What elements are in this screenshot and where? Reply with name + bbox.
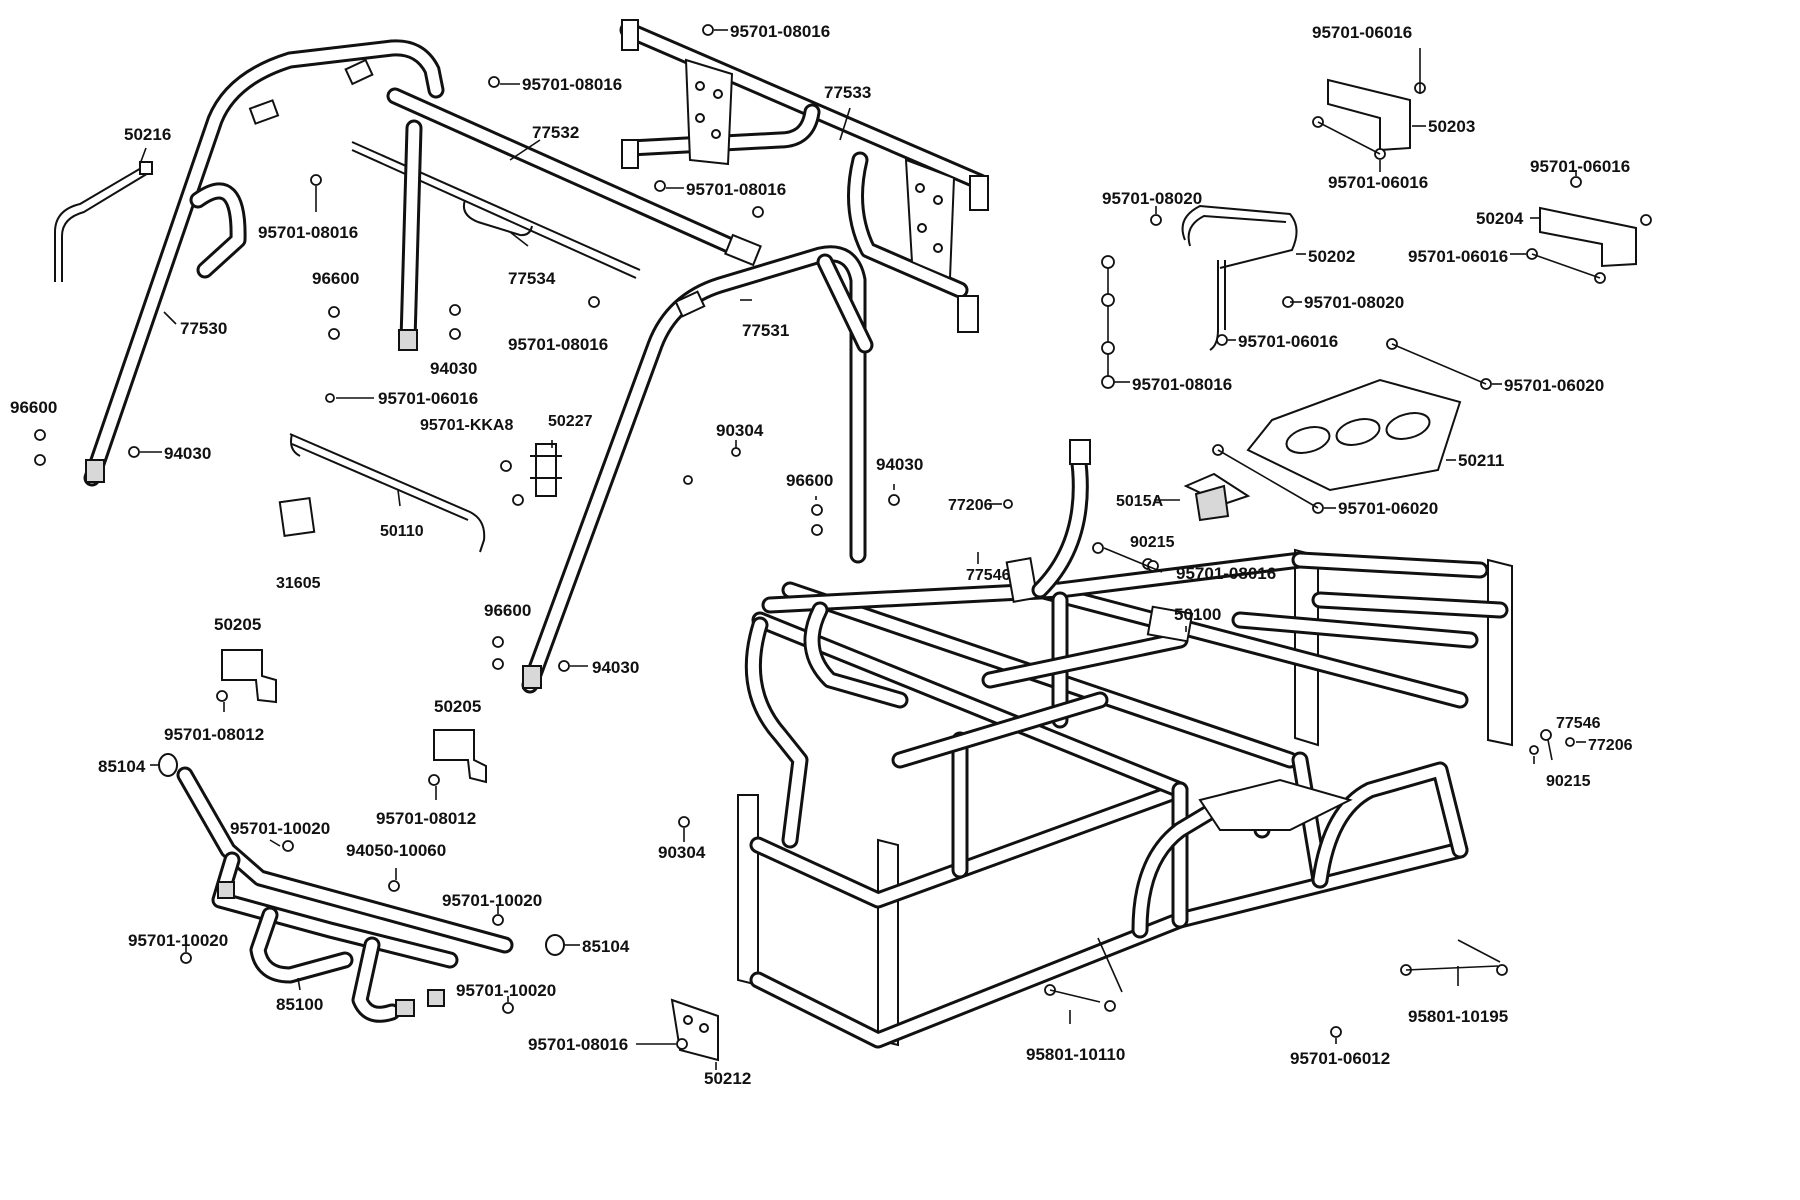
part-85104-cap-left xyxy=(158,753,178,777)
long-bolts xyxy=(1049,121,1601,1003)
part-77533-top-bar xyxy=(619,19,989,333)
label-96600-d: 96600 xyxy=(484,601,531,620)
part-50211-skid-plate xyxy=(1246,378,1462,492)
label-50227: 50227 xyxy=(548,413,593,430)
part-labels: 95701-08016 77533 95701-08016 77532 5021… xyxy=(10,22,1633,1088)
label-77533: 77533 xyxy=(824,83,871,102)
part-77531-rear-hoop xyxy=(521,245,874,694)
label-95701-06016-f: 95701-06016 xyxy=(1238,332,1338,351)
part-50202-bracket xyxy=(1181,204,1298,351)
part-85100-bumper xyxy=(176,766,514,1023)
label-77534: 77534 xyxy=(508,269,556,288)
label-95701-08016-a: 95701-08016 xyxy=(730,22,830,41)
label-95701-06012: 95701-06012 xyxy=(1290,1049,1390,1068)
part-77530-front-hoop xyxy=(83,39,445,487)
label-77530: 77530 xyxy=(180,319,227,338)
label-95701-08016-e: 95701-08016 xyxy=(508,335,608,354)
bolt-chain xyxy=(1101,255,1115,389)
label-50204: 50204 xyxy=(1476,209,1524,228)
leader-lines xyxy=(139,29,1586,1070)
part-50216-bracket xyxy=(54,161,153,282)
part-latch-post xyxy=(1031,439,1091,599)
label-77546-b: 77546 xyxy=(1556,715,1601,732)
label-50216: 50216 xyxy=(124,125,171,144)
label-95701-KKA8: 95701-KKA8 xyxy=(420,417,513,434)
label-95701-08016-h: 95701-08016 xyxy=(1132,375,1232,394)
label-94030-c: 94030 xyxy=(876,455,923,474)
label-95701-06016-c: 95701-06016 xyxy=(1328,173,1428,192)
part-5015A-bracket xyxy=(1183,472,1251,522)
label-96600-b: 96600 xyxy=(10,398,57,417)
label-94030-d: 94030 xyxy=(592,658,639,677)
label-50203: 50203 xyxy=(1428,117,1475,136)
label-95701-06016-b: 95701-06016 xyxy=(1312,23,1412,42)
label-95801-10195: 95801-10195 xyxy=(1408,1007,1508,1026)
part-50110-bar xyxy=(289,433,486,553)
label-95701-10020-d: 95701-10020 xyxy=(456,981,556,1000)
label-95701-08016-b: 95701-08016 xyxy=(522,75,622,94)
label-95701-08016-g: 95701-08016 xyxy=(1176,564,1276,583)
part-50203-bracket xyxy=(1327,78,1411,152)
label-95701-08012-b: 95701-08012 xyxy=(376,809,476,828)
label-95701-08012-a: 95701-08012 xyxy=(164,725,264,744)
label-95701-06016-a: 95701-06016 xyxy=(378,389,478,408)
part-77532-cross-bar xyxy=(386,87,762,267)
label-96600-c: 96600 xyxy=(786,471,833,490)
label-95701-10020-c: 95701-10020 xyxy=(128,931,228,950)
label-31605: 31605 xyxy=(276,575,321,592)
label-95701-10020-a: 95701-10020 xyxy=(230,819,330,838)
label-95701-08020-b: 95701-08020 xyxy=(1304,293,1404,312)
label-50110: 50110 xyxy=(380,523,424,540)
label-50211: 50211 xyxy=(1458,451,1504,470)
label-77546-a: 77546 xyxy=(966,567,1011,584)
part-50227-bracket xyxy=(530,443,562,497)
label-95701-08016-c: 95701-08016 xyxy=(686,180,786,199)
label-50205-b: 50205 xyxy=(434,697,481,716)
label-5015A: 5015A xyxy=(1116,493,1164,510)
label-94050-10060: 94050-10060 xyxy=(346,841,446,860)
label-50202: 50202 xyxy=(1308,247,1355,266)
label-85104-b: 85104 xyxy=(582,937,630,956)
label-77206-b: 77206 xyxy=(1588,737,1633,754)
part-50212-bracket xyxy=(670,998,719,1062)
part-85104-cap-right xyxy=(545,934,565,956)
part-77534-thin-bar xyxy=(351,141,641,279)
label-50212: 50212 xyxy=(704,1069,751,1088)
label-90215-b: 90215 xyxy=(1546,773,1591,790)
label-77206-a: 77206 xyxy=(948,497,993,514)
label-85104-a: 85104 xyxy=(98,757,146,776)
label-95701-10020-b: 95701-10020 xyxy=(442,891,542,910)
label-95701-06016-d: 95701-06016 xyxy=(1530,157,1630,176)
label-95701-08020-a: 95701-08020 xyxy=(1102,189,1202,208)
label-90304-a: 90304 xyxy=(716,421,764,440)
label-95701-06016-e: 95701-06016 xyxy=(1408,247,1508,266)
label-94030-a: 94030 xyxy=(430,359,477,378)
label-95701-08016-d: 95701-08016 xyxy=(258,223,358,242)
label-96600-a: 96600 xyxy=(312,269,359,288)
part-50205-bracket-1 xyxy=(221,649,277,704)
label-90304-b: 90304 xyxy=(658,843,706,862)
label-94030-b: 94030 xyxy=(164,444,211,463)
label-77531: 77531 xyxy=(742,321,789,340)
label-95701-08016-f: 95701-08016 xyxy=(528,1035,628,1054)
label-50100: 50100 xyxy=(1174,605,1221,624)
part-50204-bracket xyxy=(1539,206,1637,268)
label-95801-10110: 95801-10110 xyxy=(1026,1045,1125,1064)
label-77532: 77532 xyxy=(532,123,579,142)
part-left-post xyxy=(398,119,423,351)
label-90215-a: 90215 xyxy=(1130,534,1175,551)
part-50100-main-frame xyxy=(737,548,1513,1049)
label-95701-06020-b: 95701-06020 xyxy=(1338,499,1438,518)
part-50205-bracket-2 xyxy=(433,729,487,784)
label-85100: 85100 xyxy=(276,995,323,1014)
part-31605-plate xyxy=(278,496,316,538)
fasteners xyxy=(34,24,1652,1050)
label-95701-06020-a: 95701-06020 xyxy=(1504,376,1604,395)
label-50205-a: 50205 xyxy=(214,615,261,634)
